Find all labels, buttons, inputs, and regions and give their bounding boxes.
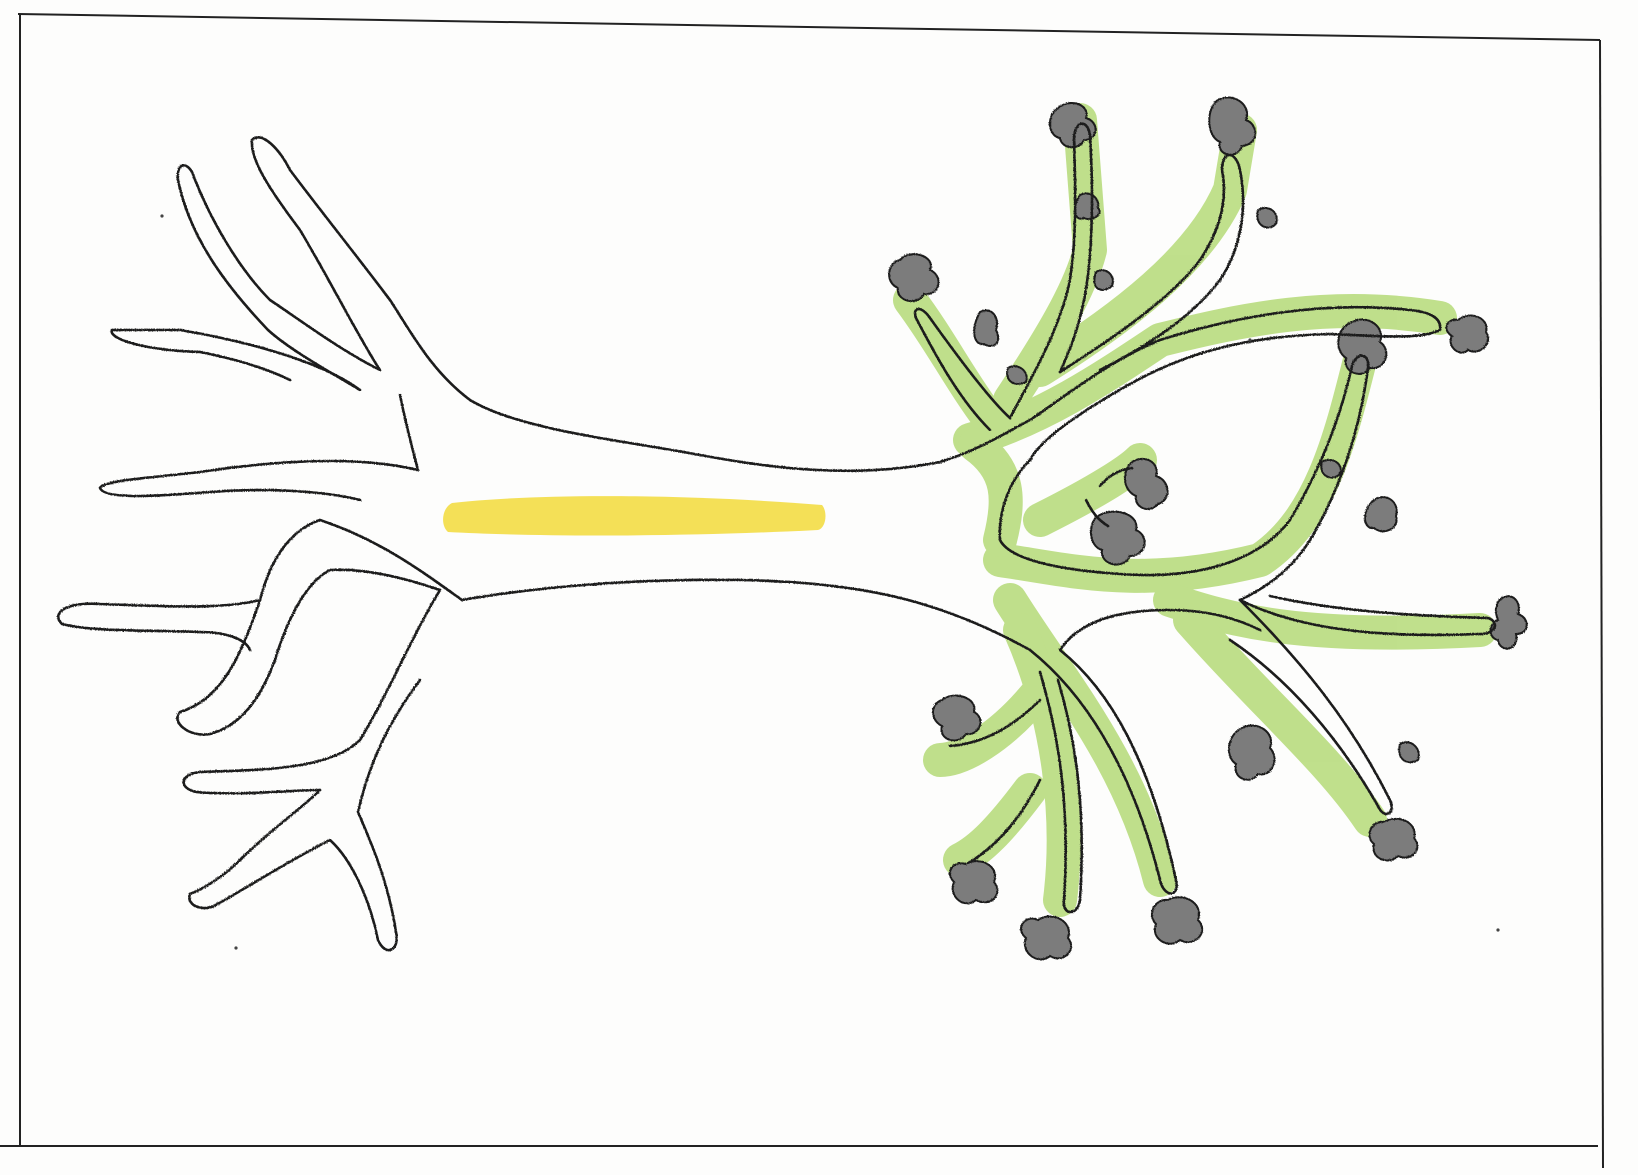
trunk-outline-top — [470, 400, 940, 471]
branch-outline — [400, 395, 418, 470]
trunk-outline-bottom — [462, 580, 1030, 650]
leaf-cluster — [1021, 916, 1071, 959]
leaf-cluster — [1229, 725, 1275, 779]
leaf-cluster — [1094, 270, 1113, 290]
leaf-cluster — [950, 861, 997, 903]
trunk-highlight — [443, 496, 825, 535]
leaf-cluster — [1321, 460, 1340, 478]
page-frame — [0, 14, 1603, 1168]
branch-outline — [112, 330, 360, 390]
leaf-cluster — [1369, 819, 1417, 861]
leaf-cluster — [974, 310, 998, 346]
leaf-cluster — [1399, 742, 1419, 762]
leaf-cluster — [1152, 897, 1202, 943]
branch-outline — [184, 590, 440, 793]
leaf-cluster — [1446, 316, 1488, 353]
leaf-cluster — [1075, 193, 1100, 219]
branch-outline — [100, 461, 418, 500]
branch-outline — [58, 600, 260, 650]
leaf-cluster — [1125, 459, 1168, 509]
leaf-cluster — [1257, 208, 1276, 228]
leaf-cluster — [1338, 319, 1386, 373]
leaf-cluster — [1491, 596, 1527, 648]
branch-outline — [189, 680, 420, 950]
leaf-cluster — [1365, 497, 1397, 531]
leaf-cluster — [933, 696, 980, 741]
